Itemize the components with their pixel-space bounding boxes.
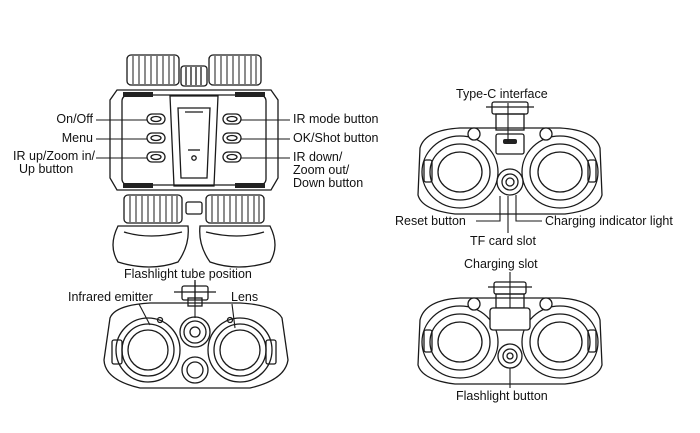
label-type-c: Type-C interface [456, 87, 548, 101]
rear-view-binocular [417, 281, 603, 385]
label-lens: Lens [231, 290, 259, 304]
label-ir-down-line2: Zoom out/ [293, 163, 350, 177]
front-view-leaders [138, 282, 236, 329]
label-ok-shot: OK/Shot button [293, 131, 379, 145]
back-view-leaders [476, 103, 542, 233]
label-on-off: On/Off [56, 112, 93, 126]
label-charging-indicator: Charging indicator light [545, 214, 673, 228]
label-infrared-emitter: Infrared emitter [68, 290, 153, 304]
top-view-leaders [96, 119, 290, 159]
label-menu: Menu [61, 131, 93, 145]
label-ir-down-line1: IR down/ [293, 150, 343, 164]
label-ir-down-line3: Down button [293, 176, 364, 190]
top-view-binocular [109, 54, 279, 268]
label-ir-up-line2: Up button [19, 162, 74, 176]
label-flashlight-tube: Flashlight tube position [124, 267, 252, 281]
label-reset: Reset button [395, 214, 466, 228]
label-ir-up-line1: IR up/Zoom in/ [13, 149, 95, 163]
label-ir-mode: IR mode button [293, 112, 379, 126]
back-view-binocular [417, 101, 603, 215]
label-charging-slot: Charging slot [464, 257, 538, 271]
label-tf-card: TF card slot [470, 234, 536, 248]
label-flashlight-button: Flashlight button [456, 389, 548, 403]
